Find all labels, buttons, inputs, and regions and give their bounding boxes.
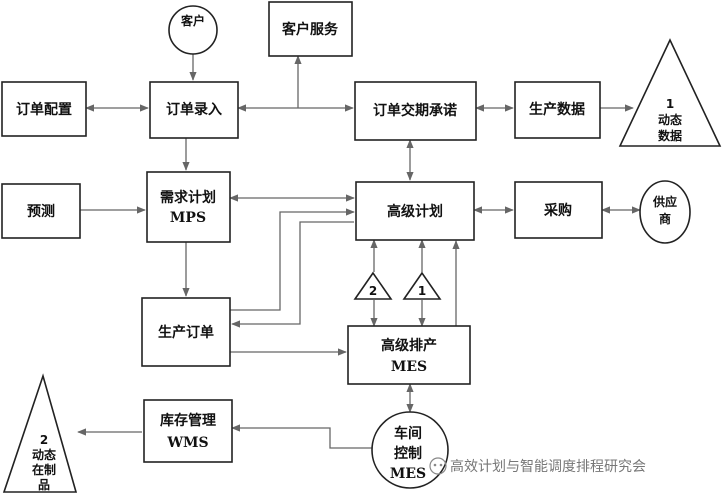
watermark: 高效计划与智能调度排程研究会 [429,457,646,475]
advanced-planning-node: 高级计划 [355,181,475,241]
svg-text:客户服务: 客户服务 [281,21,339,38]
dynamic-data-triangle: 1 动态 数据 [618,38,722,147]
svg-text:MES: MES [391,359,427,375]
customer-service-node: 客户服务 [268,1,353,57]
svg-text:控制: 控制 [394,445,422,462]
forecast-node: 预测 [1,183,81,239]
svg-text:1: 1 [666,97,674,111]
svg-text:供应: 供应 [652,194,677,209]
production-data-node: 生产数据 [514,81,601,139]
svg-text:高级计划: 高级计划 [387,203,443,220]
svg-text:品: 品 [38,478,50,492]
svg-text:动态: 动态 [32,447,56,462]
svg-text:需求计划: 需求计划 [160,189,216,206]
arrow-workshop-to-inventory [231,424,372,449]
svg-text:预测: 预测 [27,203,55,220]
dynamic-wip-triangle: 2 动态 在制 品 [2,373,78,493]
watermark-text: 高效计划与智能调度排程研究会 [450,458,646,475]
advanced-scheduling-node: 高级排产 MES [347,325,471,385]
svg-text:商: 商 [659,211,671,226]
inventory-management-node: 库存管理 WMS [143,399,233,463]
production-order-node: 生产订单 [141,297,231,367]
order-entry-node: 订单录入 [149,81,239,139]
svg-text:高级排产: 高级排产 [381,337,437,354]
svg-text:订单交期承诺: 订单交期承诺 [373,102,457,119]
arrow-prod-order-to-planning [230,208,355,311]
purchasing-node: 采购 [514,181,603,239]
demand-plan-node: 需求计划 MPS [146,171,231,243]
svg-text:MES: MES [390,466,426,482]
wechat-icon [429,457,447,475]
svg-text:1: 1 [418,284,426,298]
svg-text:车间: 车间 [394,425,422,442]
order-config-node: 订单配置 [1,81,87,137]
svg-text:采购: 采购 [543,202,572,219]
order-delivery-promise-node: 订单交期承诺 [354,81,477,141]
svg-text:2: 2 [40,433,48,447]
marker-2-triangle: 2 [353,271,393,300]
arrow-planning-to-prod-order [231,221,354,328]
supplier-node: 供应 商 [639,180,691,244]
svg-text:客户: 客户 [180,13,205,28]
svg-text:订单录入: 订单录入 [166,101,222,118]
svg-text:数据: 数据 [658,128,682,143]
svg-text:订单配置: 订单配置 [16,101,72,118]
svg-text:生产订单: 生产订单 [158,324,214,341]
customer-node: 客户 [168,5,218,55]
svg-text:动态: 动态 [658,112,682,127]
svg-text:MPS: MPS [170,210,206,226]
marker-1-triangle: 1 [402,271,442,300]
svg-text:WMS: WMS [166,435,208,451]
workshop-control-node: 车间 控制 MES [371,411,449,489]
svg-text:库存管理: 库存管理 [160,412,216,429]
svg-text:2: 2 [369,284,377,298]
connectors [77,54,641,449]
svg-text:生产数据: 生产数据 [529,101,585,118]
svg-text:在制: 在制 [32,462,56,477]
